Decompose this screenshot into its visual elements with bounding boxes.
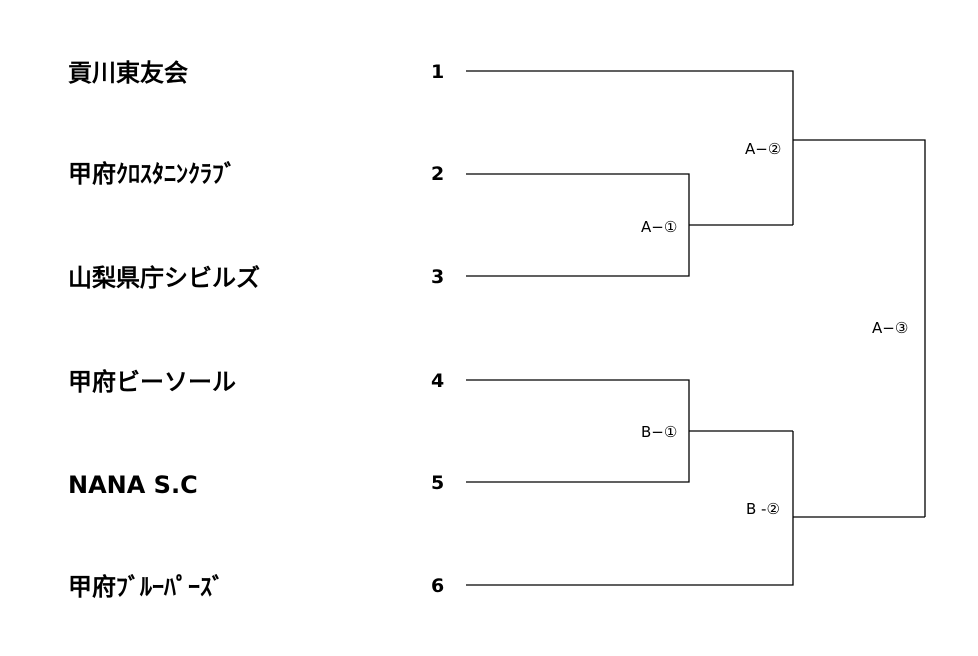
match-b2-connector [466, 431, 925, 586]
team-name-2: 甲府ｸﾛｽﾀﾆﾝｸﾗﾌﾞ [68, 160, 236, 188]
match-a3-connector [793, 139, 926, 517]
match-label-b2: B -② [746, 500, 780, 518]
seed-number-2: 2 [431, 163, 445, 185]
match-label-a2: A−② [745, 140, 782, 158]
team-name-6: 甲府ﾌﾞﾙｰﾊﾟｰｽﾞ [68, 573, 224, 601]
match-label-a1: A−① [641, 218, 678, 236]
team-name-1: 貢川東友会 [68, 59, 188, 87]
seed-number-1: 1 [431, 61, 445, 83]
match-label-b1: B−① [641, 423, 678, 441]
match-label-a3: A−③ [872, 319, 909, 337]
team-name-4: 甲府ビーソール [68, 368, 236, 396]
team-name-3: 山梨県庁シビルズ [68, 264, 260, 292]
seed-number-4: 4 [431, 370, 445, 392]
team-name-5: NANA S.C [68, 471, 198, 499]
seed-number-5: 5 [431, 472, 445, 494]
match-b1-connector [466, 379, 793, 483]
match-a1-connector [466, 173, 793, 277]
match-a2-connector [466, 70, 794, 225]
seed-number-3: 3 [431, 266, 445, 288]
seed-number-6: 6 [431, 575, 445, 597]
